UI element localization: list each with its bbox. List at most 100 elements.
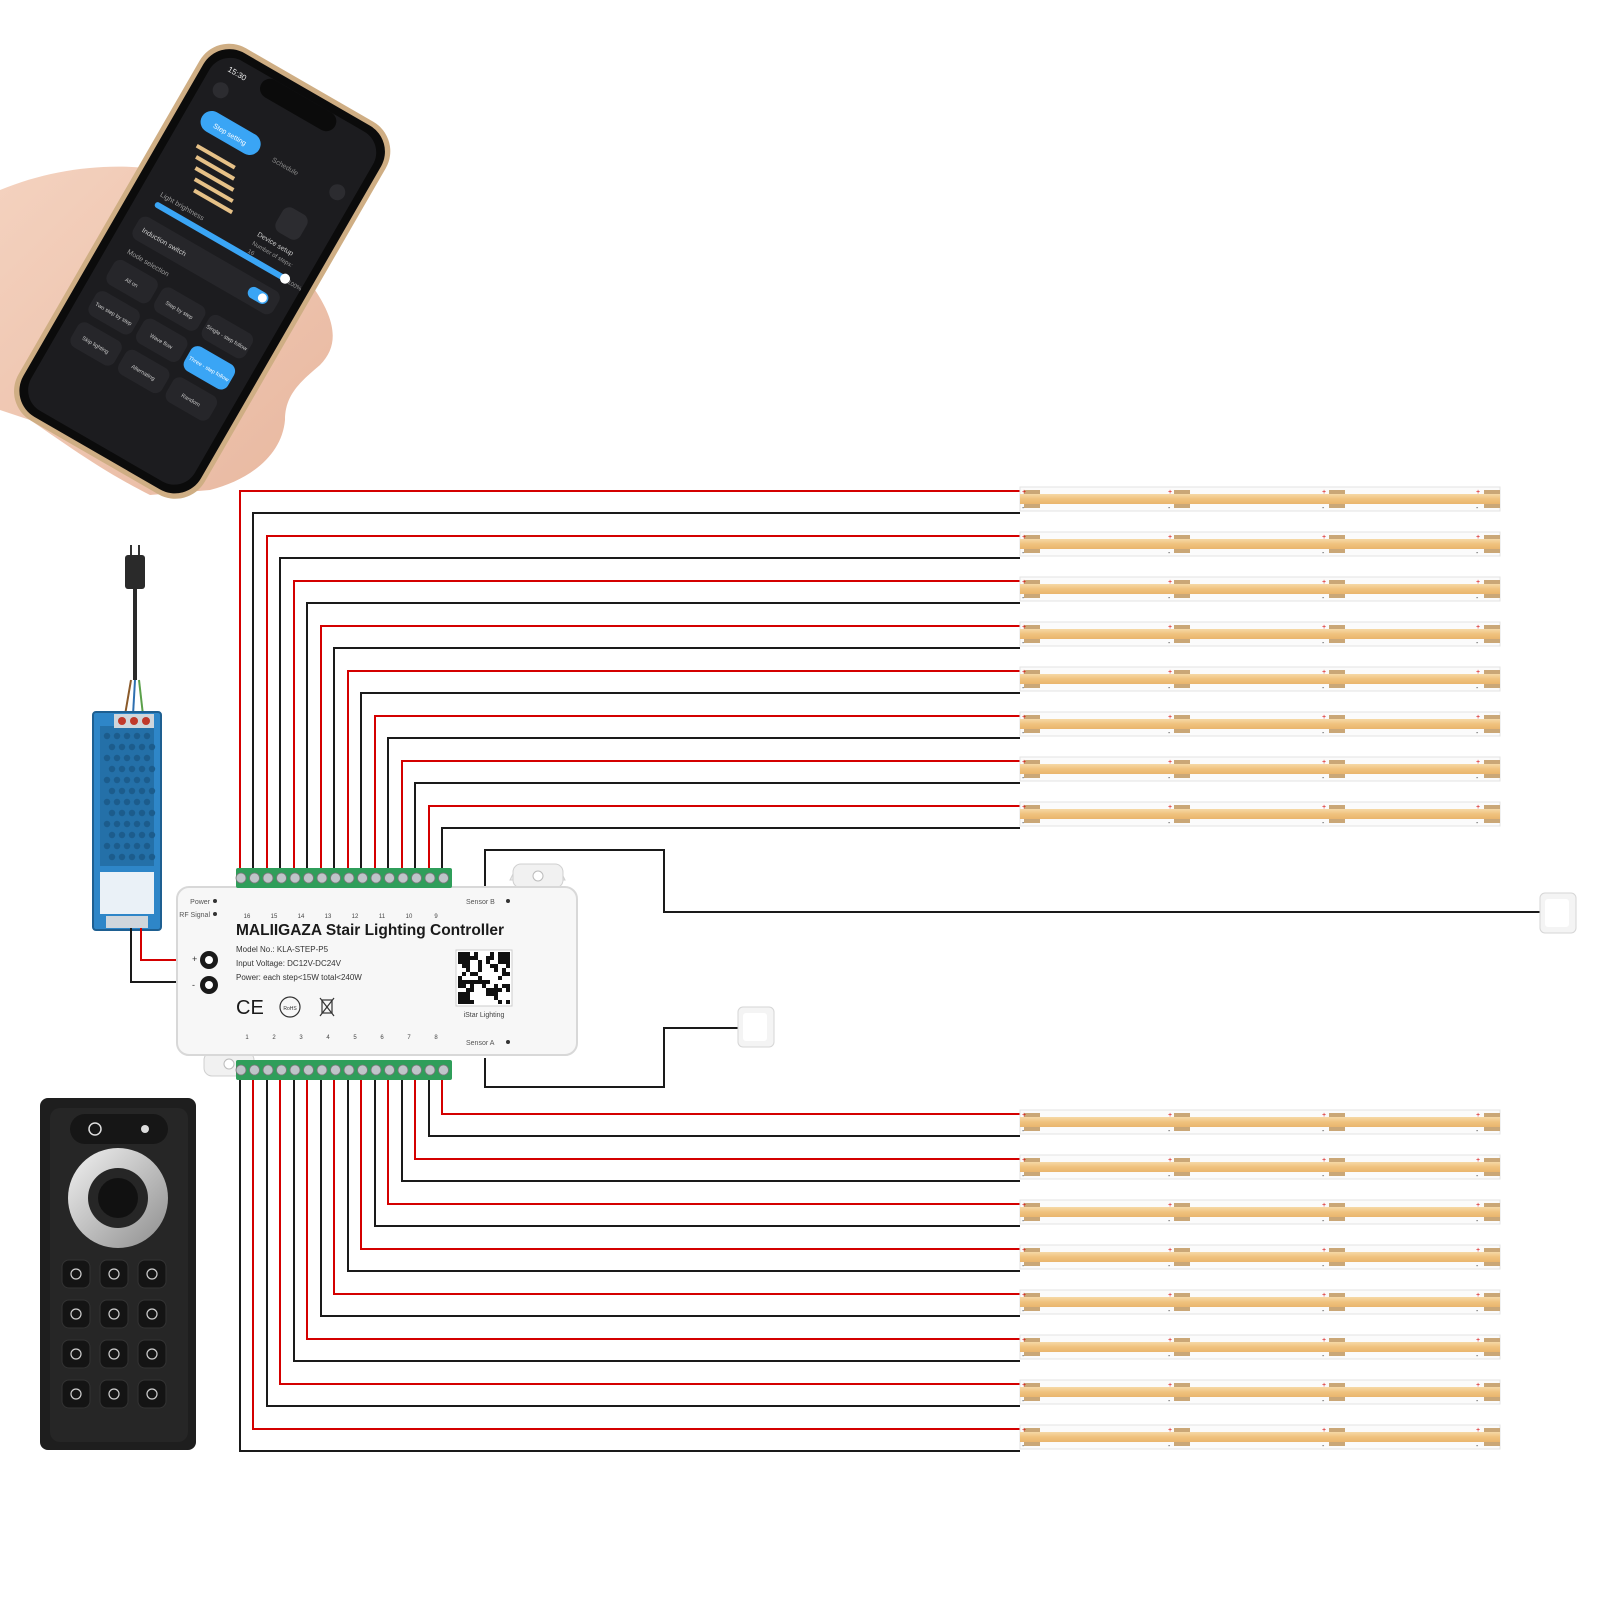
terminal-screw[interactable] (262, 872, 274, 884)
led-strip-step-9: +-+-+-+- (1019, 801, 1501, 827)
terminal-screw[interactable] (438, 872, 449, 884)
back-icon[interactable] (210, 79, 232, 101)
step-number-label: 5 (353, 1035, 357, 1041)
brightness-slider-knob[interactable] (278, 272, 292, 286)
strip-plus-mark: + (1476, 1202, 1480, 1209)
terminal-screw[interactable] (397, 872, 409, 884)
led-strip-step-5: +-+-+-+- (1019, 1244, 1501, 1270)
terminal-screw[interactable] (330, 872, 341, 884)
strip-plus-mark: + (1022, 1337, 1026, 1344)
strip-plus-mark: + (1476, 1157, 1480, 1164)
terminal-screw[interactable] (397, 1064, 409, 1076)
strip-minus-mark: - (1322, 1443, 1325, 1450)
strip-minus-mark: - (1322, 1218, 1325, 1225)
strip-minus-mark: - (1476, 1173, 1479, 1180)
strip-minus-mark: - (1168, 1398, 1171, 1405)
led-strip-step-4: +-+-+-+- (1019, 1289, 1501, 1315)
mode-option[interactable]: Two step by step (85, 288, 142, 337)
mode-3-icon[interactable] (137, 1379, 167, 1409)
positive-wire (239, 490, 1020, 872)
speed-icon[interactable] (99, 1299, 129, 1329)
strip-plus-mark: + (1022, 489, 1026, 496)
sensor-b[interactable] (1539, 892, 1577, 934)
terminal-screw[interactable] (249, 872, 260, 884)
terminal-screw[interactable] (424, 1064, 436, 1076)
mode-option[interactable]: Step by step (151, 284, 208, 333)
terminal-screw[interactable] (370, 872, 382, 884)
terminal-screw[interactable] (384, 1064, 395, 1076)
terminal-screw[interactable] (262, 1064, 274, 1076)
terminal-screw[interactable] (276, 872, 287, 884)
terminal-screw[interactable] (438, 1064, 449, 1076)
more-icon[interactable] (326, 181, 348, 203)
plug-icon (124, 545, 145, 716)
strip-minus-mark: - (1476, 640, 1479, 647)
sensor-icon (743, 1013, 767, 1041)
terminal-screw[interactable] (343, 872, 355, 884)
rf-signal-label: RF Signal (179, 912, 210, 919)
terminal-screw[interactable] (384, 872, 395, 884)
mode-option[interactable]: Single - step follow (199, 312, 256, 361)
strip-plus-mark: + (1168, 489, 1172, 496)
strip-minus-mark: - (1322, 820, 1325, 827)
mode-option[interactable]: Random (163, 374, 220, 423)
mode-option[interactable]: Three - step follow (181, 343, 238, 392)
phone-app: 15:30 Step setting Schedule Device setup… (0, 43, 391, 499)
strip-plus-mark: + (1476, 804, 1480, 811)
strip-plus-mark: + (1322, 534, 1326, 541)
mode-2-icon[interactable] (99, 1379, 129, 1409)
terminal-screw[interactable] (303, 872, 314, 884)
strip-minus-mark: - (1022, 1263, 1025, 1270)
step-in-icon[interactable] (137, 1299, 167, 1329)
mode-option[interactable]: Wave flow (133, 316, 190, 365)
plus-icon[interactable] (61, 1299, 91, 1329)
tab-step-setting[interactable] (197, 107, 265, 159)
terminal-screw[interactable] (289, 872, 301, 884)
positive-wire (414, 1080, 1020, 1160)
strip-minus-mark: - (1322, 550, 1325, 557)
motion-icon[interactable] (88, 1122, 102, 1136)
terminal-screw[interactable] (303, 1064, 314, 1076)
sensor-a[interactable] (737, 1006, 775, 1048)
strip-minus-mark: - (1476, 1398, 1479, 1405)
strip-plus-mark: + (1168, 1112, 1172, 1119)
terminal-screw[interactable] (411, 1064, 422, 1076)
strip-minus-mark: - (1322, 1398, 1325, 1405)
terminal-screw[interactable] (424, 872, 436, 884)
mode-1-icon[interactable] (61, 1379, 91, 1409)
strip-minus-mark: - (1022, 685, 1025, 692)
terminal-screw[interactable] (343, 1064, 355, 1076)
terminal-screw[interactable] (411, 872, 422, 884)
mode-option[interactable]: Skip lighting (67, 319, 124, 368)
negative-wire (374, 1080, 1020, 1227)
terminal-screw[interactable] (370, 1064, 382, 1076)
sun-icon[interactable] (99, 1259, 129, 1289)
terminal-screw[interactable] (316, 872, 328, 884)
brightness-icon[interactable] (141, 1125, 149, 1133)
strip-minus-mark: - (1476, 505, 1479, 512)
terminal-screw[interactable] (235, 872, 247, 884)
step-number-label: 1 (245, 1035, 249, 1041)
mode-option[interactable]: Alternating (115, 347, 172, 396)
terminal-screw[interactable] (235, 1064, 247, 1076)
strip-minus-mark: - (1322, 505, 1325, 512)
step-out-icon[interactable] (137, 1339, 167, 1369)
terminal-screw[interactable] (330, 1064, 341, 1076)
stairs-up-icon[interactable] (137, 1259, 167, 1289)
terminal-screw[interactable] (276, 1064, 287, 1076)
terminal-screw[interactable] (357, 872, 368, 884)
minus-icon[interactable] (61, 1339, 91, 1369)
strip-plus-mark: + (1022, 759, 1026, 766)
terminal-screw[interactable] (249, 1064, 260, 1076)
timer-icon[interactable] (99, 1339, 129, 1369)
sensor-b-label: Sensor B (466, 899, 495, 906)
dim-down-icon[interactable] (61, 1259, 91, 1289)
terminal-screw[interactable] (316, 1064, 328, 1076)
strip-minus-mark: - (1168, 1443, 1171, 1450)
mode-option[interactable]: All on (103, 257, 160, 306)
device-setup-button[interactable] (272, 204, 310, 242)
terminal-screw[interactable] (357, 1064, 368, 1076)
terminal-screw[interactable] (289, 1064, 301, 1076)
strip-plus-mark: + (1168, 579, 1172, 586)
